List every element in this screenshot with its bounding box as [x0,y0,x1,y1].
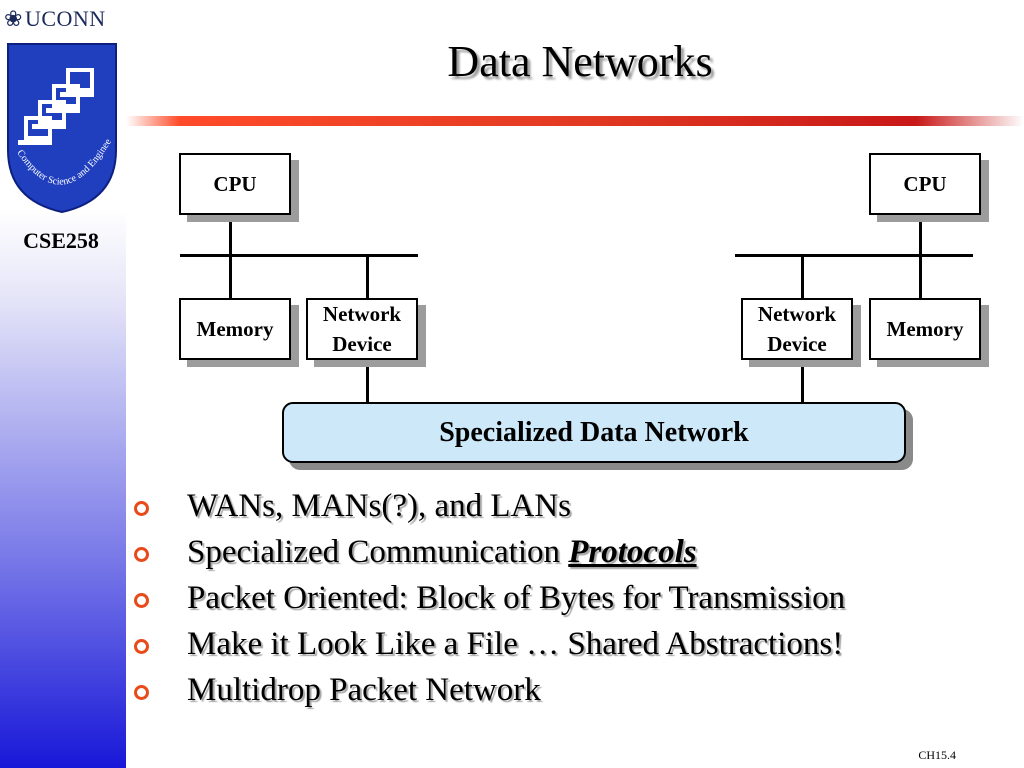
connector [801,360,804,403]
network-device-label-line2: Device [332,332,392,356]
left-bus [180,254,418,257]
slide-number: CH15.4 [918,748,956,762]
bullet-text: Make it Look Like a File … Shared Abstra… [187,625,844,662]
right-bus [735,254,973,257]
list-item: Specialized Communication Protocols [134,529,845,575]
cpu-label: CPU [213,172,257,196]
title-rule [126,116,1024,126]
connector [366,256,369,298]
bullet-text: Multidrop Packet Network [187,671,541,708]
protocols-emphasis: Protocols [568,533,697,570]
cse-logo: Computer Science and Engineering [0,40,117,214]
course-code: CSE258 [23,228,99,253]
list-item: WANs, MANs(?), and LANs [134,483,845,529]
page-title: Data Networks [447,37,713,86]
connector [919,256,922,298]
network-device-label-line1: Network [757,302,837,326]
connector [366,360,369,403]
list-item: Make it Look Like a File … Shared Abstra… [134,621,845,667]
uconn-wordmark: ❀ UCONN [4,6,106,32]
institution-name: UCONN [24,6,106,31]
right-memory-box: Memory [869,298,981,360]
left-cpu-box: CPU [179,153,291,215]
bullet-text: Specialized Communication [187,533,569,570]
connector [919,214,922,256]
left-network-device-box: Network Device [306,298,418,360]
bullet-circle-icon [134,546,149,562]
right-network-device-box: Network Device [741,298,853,360]
right-cpu-box: CPU [869,153,981,215]
left-memory-box: Memory [179,298,291,360]
oak-leaf-icon: ❀ [4,6,23,31]
bullet-text: Packet Oriented: Block of Bytes for Tran… [187,579,846,616]
list-item: Packet Oriented: Block of Bytes for Tran… [134,575,845,621]
bullet-circle-icon [134,684,149,700]
bullet-circle-icon [134,638,149,654]
bullet-list: WANs, MANs(?), and LANs Specialized Comm… [134,483,845,713]
network-device-label-line2: Device [767,332,827,356]
network-label: Specialized Data Network [439,416,749,448]
bullet-circle-icon [134,592,149,608]
network-device-label-line1: Network [322,302,402,326]
bullet-circle-icon [134,500,149,516]
bullet-text: WANs, MANs(?), and LANs [187,487,572,524]
memory-label: Memory [886,317,964,341]
connector [801,256,804,298]
specialized-data-network: Specialized Data Network [282,402,906,463]
memory-label: Memory [196,317,274,341]
list-item: Multidrop Packet Network [134,667,845,713]
connector [229,256,232,298]
cpu-label: CPU [903,172,947,196]
connector [229,214,232,256]
